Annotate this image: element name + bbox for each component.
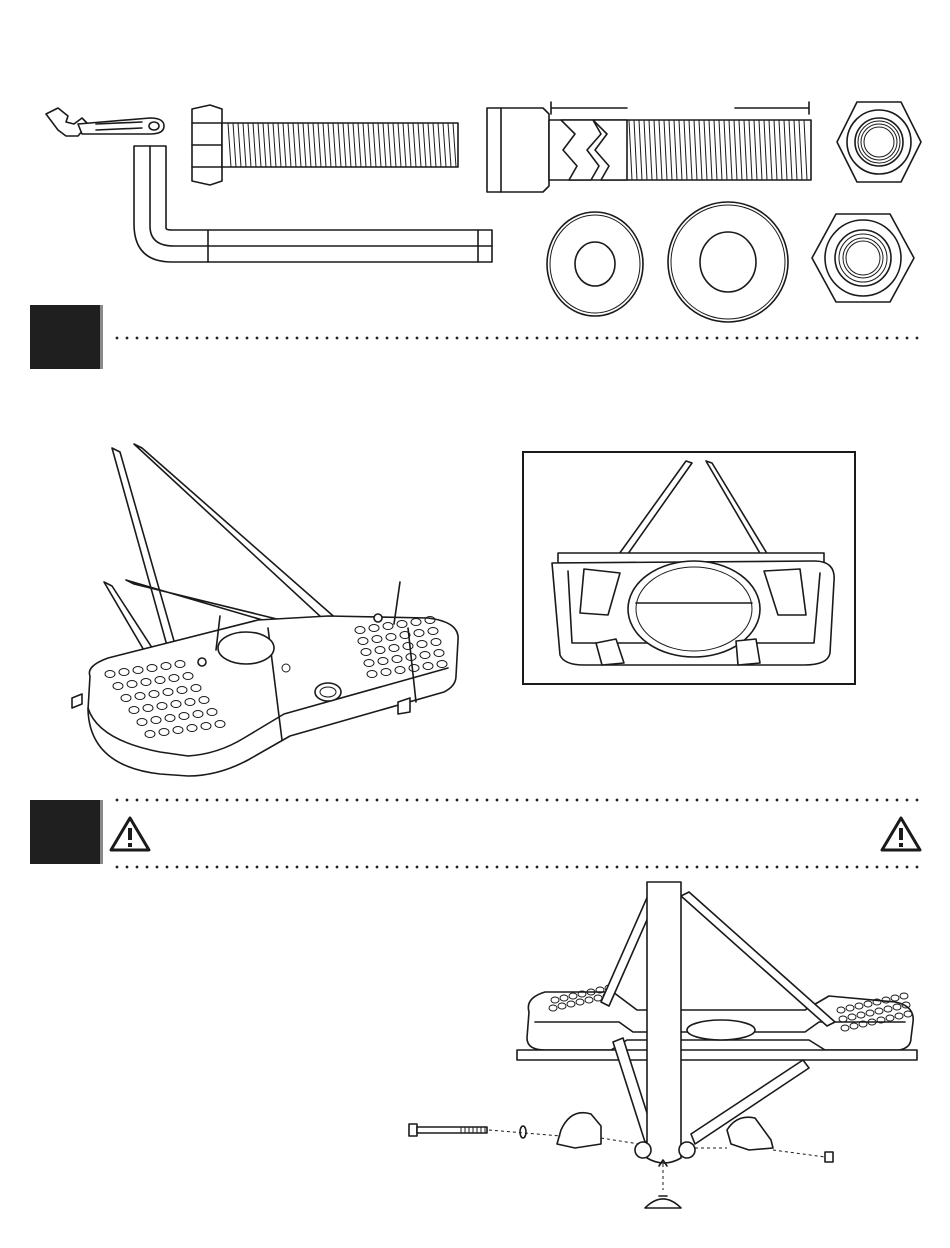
step-badge-2	[30, 800, 100, 864]
socket-bolt-icon	[483, 100, 823, 200]
flat-washer-icon	[543, 210, 653, 320]
pole-assembly-illustration	[405, 882, 925, 1222]
large-washer-icon	[666, 202, 796, 322]
base-assembly-illustration	[68, 440, 488, 800]
hex-key-icon	[128, 142, 508, 272]
step-badge-1	[30, 305, 100, 369]
nylon-nut-icon	[810, 210, 920, 310]
step-2-dotted-rule-bottom	[112, 865, 924, 869]
warning-icon	[109, 815, 151, 853]
lock-nut-icon	[835, 98, 925, 188]
warning-icon	[880, 815, 922, 853]
inset-detail-view	[522, 451, 856, 685]
step-2-dotted-rule-top	[112, 798, 924, 802]
step-1-dotted-rule	[112, 336, 924, 340]
